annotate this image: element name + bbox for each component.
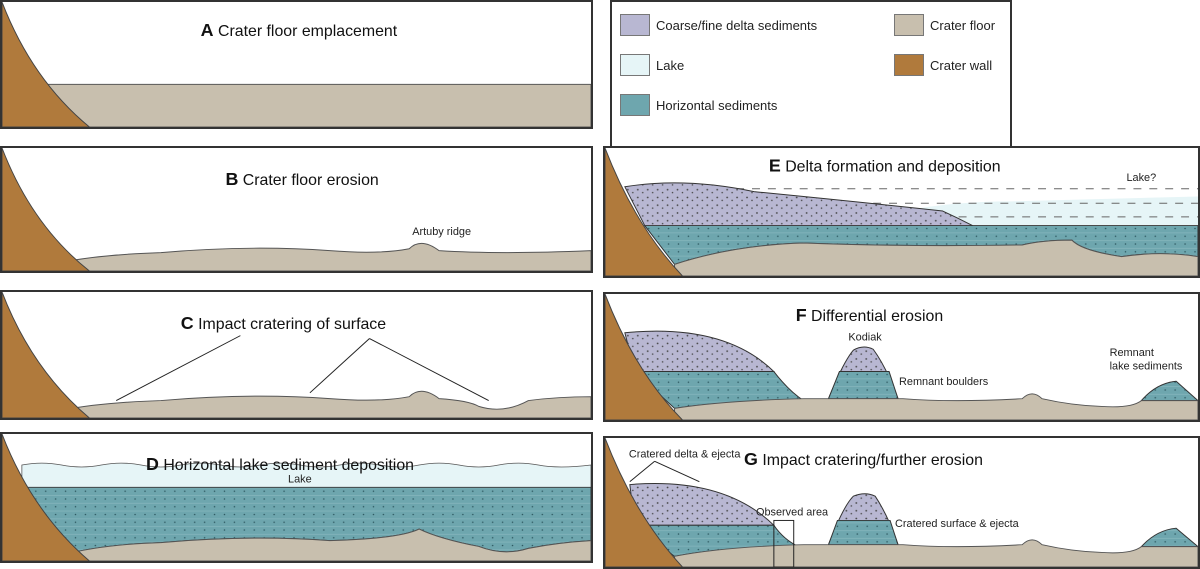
- remnant-lake-sediments: [1140, 527, 1198, 548]
- delta-sediments: [624, 182, 973, 227]
- lake-question-label: Lake?: [1126, 172, 1156, 184]
- lake-swatch: [620, 54, 650, 76]
- kodiak-sediments: [827, 519, 899, 546]
- kodiak-label: Kodiak: [848, 332, 882, 344]
- panel-title: A Crater floor emplacement: [201, 20, 398, 40]
- legend: Coarse/fine delta sediments Lake Horizon…: [610, 0, 1012, 148]
- wall-swatch: [894, 54, 924, 76]
- panel-a: A Crater floor emplacement: [0, 0, 593, 129]
- panel-title: C Impact cratering of surface: [181, 313, 387, 333]
- crater-floor: [61, 390, 591, 418]
- panel-b: B Crater floor erosion Artuby ridge: [0, 146, 593, 273]
- panel-title: D Horizontal lake sediment deposition: [146, 454, 414, 474]
- crater-wall: [2, 434, 91, 561]
- crater-wall: [605, 294, 684, 420]
- remnant-label: Remnant: [1110, 347, 1154, 359]
- delta-sediments: [629, 483, 776, 526]
- lake: [902, 196, 1198, 226]
- sediment-swatch: [620, 94, 650, 116]
- crater-wall: [605, 148, 684, 276]
- crater-floor: [61, 242, 591, 271]
- crater-floor: [674, 393, 1198, 420]
- arrows: [629, 460, 700, 483]
- legend-item-sediment: Horizontal sediments: [620, 94, 777, 116]
- arrows: [115, 335, 489, 401]
- kodiak-sediments: [827, 371, 899, 400]
- legend-label: Crater floor: [930, 17, 996, 33]
- panel-e: E Delta formation and deposition Lake?: [603, 146, 1200, 278]
- artuby-ridge-label: Artuby ridge: [412, 226, 471, 238]
- observed-area-label: Observed area: [756, 507, 828, 519]
- legend-label: Coarse/fine delta sediments: [656, 17, 818, 33]
- crater-wall: [605, 438, 684, 567]
- legend-item-delta: Coarse/fine delta sediments: [620, 14, 817, 36]
- legend-label: Horizontal sediments: [656, 97, 778, 113]
- legend-item-lake: Lake: [620, 54, 684, 76]
- crater-floor: [674, 539, 1198, 567]
- legend-label: Crater wall: [930, 57, 993, 73]
- panel-d: D Horizontal lake sediment deposition La…: [0, 432, 593, 563]
- remnant-boulders-label: Remnant boulders: [899, 376, 988, 388]
- lake-dashes: [704, 188, 1198, 218]
- crater-wall: [2, 292, 91, 418]
- legend-item-floor: Crater floor: [894, 14, 995, 36]
- remnant-lake-sediments: [1140, 380, 1198, 402]
- panel-title: G Impact cratering/further erosion: [744, 449, 983, 469]
- lake-sediments-label: lake sediments: [1110, 361, 1183, 373]
- observed-area-box: [773, 519, 795, 567]
- crater-floor: [2, 83, 591, 127]
- lake: [21, 462, 591, 493]
- panel-title: E Delta formation and deposition: [769, 155, 1001, 175]
- crater-wall: [2, 2, 91, 127]
- panel-title: B Crater floor erosion: [225, 169, 378, 189]
- crater-floor: [61, 528, 591, 561]
- delta-swatch: [620, 14, 650, 36]
- crater-floor: [674, 239, 1198, 276]
- legend-item-wall: Crater wall: [894, 54, 992, 76]
- crater-wall: [2, 148, 91, 271]
- panel-g: G Impact cratering/further erosion Crate…: [603, 436, 1200, 569]
- cratered-delta-label: Cratered delta & ejecta: [629, 449, 741, 461]
- cratered-surface-label: Cratered surface & ejecta: [895, 518, 1019, 530]
- floor-swatch: [894, 14, 924, 36]
- delta-sediments: [624, 330, 776, 373]
- panel-c: C Impact cratering of surface: [0, 290, 593, 420]
- lake-label: Lake: [288, 474, 312, 486]
- panel-f: F Differential erosion Kodiak Remnant bo…: [603, 292, 1200, 422]
- legend-label: Lake: [656, 57, 685, 73]
- panel-title: F Differential erosion: [796, 305, 943, 325]
